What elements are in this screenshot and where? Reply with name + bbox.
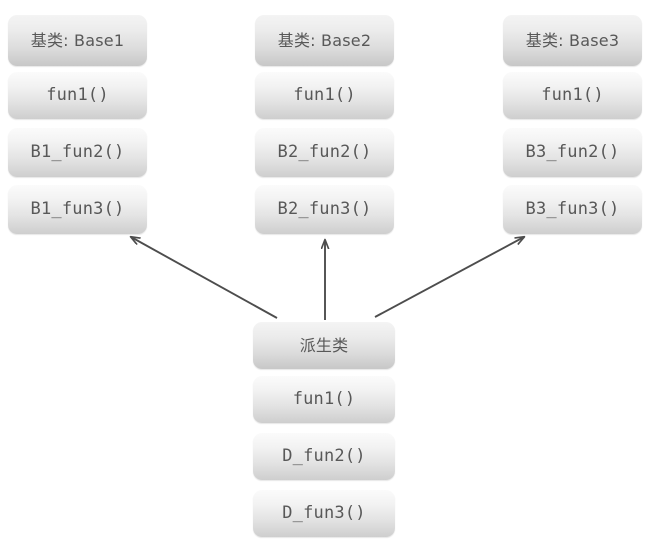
- base2-member-box-1[interactable]: fun1(): [255, 72, 394, 119]
- base3-header-label: 基类: Base3: [525, 30, 620, 50]
- base2-member-label-3: B2_fun3(): [277, 199, 372, 219]
- base3-member-label-2: B3_fun2(): [525, 142, 620, 162]
- base1-member-box-3[interactable]: B1_fun3(): [8, 185, 147, 234]
- base1-header-box[interactable]: 基类: Base1: [8, 15, 147, 66]
- base1-member-box-2[interactable]: B1_fun2(): [8, 128, 147, 177]
- derived-member-label-3: D_fun3(): [282, 503, 366, 523]
- derived-member-box-2[interactable]: D_fun2(): [253, 433, 395, 480]
- base3-member-label-1: fun1(): [541, 85, 604, 105]
- derived-member-box-1[interactable]: fun1(): [253, 376, 395, 423]
- arrow-derived-to-base1: [131, 237, 278, 319]
- base1-header-label: 基类: Base1: [30, 30, 125, 50]
- base3-member-box-3[interactable]: B3_fun3(): [503, 185, 642, 234]
- derived-member-label-1: fun1(): [292, 389, 356, 409]
- derived-header-box[interactable]: 派生类: [253, 322, 395, 369]
- base2-header-label: 基类: Base2: [277, 30, 372, 50]
- base2-member-label-1: fun1(): [293, 85, 356, 105]
- base1-member-label-1: fun1(): [46, 85, 109, 105]
- base3-member-label-3: B3_fun3(): [525, 199, 620, 219]
- base3-member-box-2[interactable]: B3_fun2(): [503, 128, 642, 177]
- base3-member-box-1[interactable]: fun1(): [503, 72, 642, 119]
- base2-header-box[interactable]: 基类: Base2: [255, 15, 394, 66]
- derived-header-label: 派生类: [299, 335, 349, 355]
- base1-member-label-2: B1_fun2(): [30, 142, 125, 162]
- base2-member-box-3[interactable]: B2_fun3(): [255, 185, 394, 234]
- base2-member-label-2: B2_fun2(): [277, 142, 372, 162]
- base1-member-box-1[interactable]: fun1(): [8, 72, 147, 119]
- derived-member-label-2: D_fun2(): [282, 446, 366, 466]
- arrow-derived-to-base3: [374, 237, 524, 318]
- base1-member-label-3: B1_fun3(): [30, 199, 125, 219]
- base2-member-box-2[interactable]: B2_fun2(): [255, 128, 394, 177]
- base3-header-box[interactable]: 基类: Base3: [503, 15, 642, 66]
- derived-member-box-3[interactable]: D_fun3(): [253, 490, 395, 537]
